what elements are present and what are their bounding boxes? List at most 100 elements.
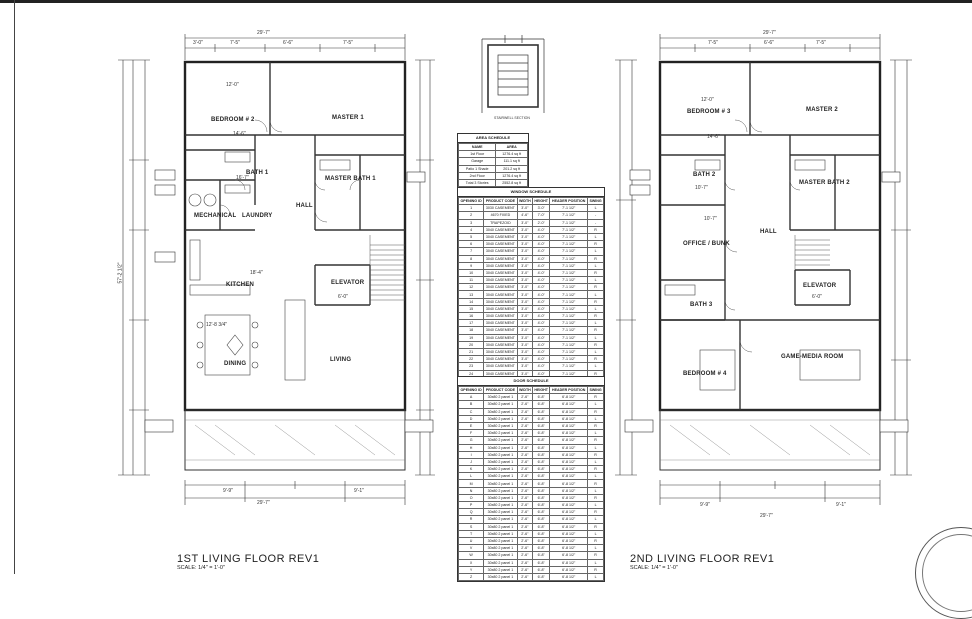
table-cell: M (457, 479, 485, 488)
table-cell: 6'-8" (532, 500, 551, 510)
table-cell: Y (457, 565, 485, 574)
table-cell: 3040 CASEMENT (483, 355, 518, 364)
table-cell: 6'-8 1/2" (549, 421, 589, 431)
table-cell: 30x80 2 panel 1 (483, 407, 518, 416)
table-cell: 6'-8" (532, 544, 551, 553)
table-cell: 6'-8" (532, 457, 551, 467)
table-cell: 6'-8" (532, 472, 551, 481)
table-cell: J (457, 457, 485, 467)
table-cell: 30x80 2 panel 1 (483, 393, 518, 402)
table-cell: 30x80 2 panel 1 (483, 421, 518, 431)
table-cell: 2'-6" (516, 457, 534, 467)
table-cell: 4'-0" (532, 261, 551, 270)
table-cell: R (587, 565, 604, 574)
room-label-hall: HALL (296, 203, 313, 209)
table-cell: 3'-0" (516, 240, 534, 249)
table-cell: 2'-6" (516, 536, 534, 546)
room-label-master-bath-2: MASTER BATH 2 (799, 180, 850, 186)
room-label-dining: DINING (224, 361, 247, 367)
table-cell: 4'-0" (532, 268, 551, 278)
table-cell: L (587, 558, 604, 567)
table-cell: 4'-0" (532, 311, 551, 321)
cell: Garage (457, 157, 497, 166)
table-cell: R (587, 536, 604, 546)
table-cell: 2'-6" (516, 544, 534, 553)
table-cell: P (457, 500, 485, 510)
table-cell: 9 (457, 261, 485, 270)
table-cell: 2'-6" (516, 515, 534, 524)
table-cell: 30x80 2 panel 1 (483, 544, 518, 553)
room-label-game-media: GAME-MEDIA ROOM (781, 354, 844, 360)
table-cell: 6'-8 1/2" (549, 429, 589, 438)
table-cell: 7'-1 1/2" (549, 254, 589, 263)
cell: 1276.4 sq ft (495, 150, 528, 159)
table-cell: 6'-8" (532, 414, 551, 423)
table-cell: 4'-0" (532, 240, 551, 249)
cell: 1276.4 sq ft (495, 171, 528, 180)
table-cell: 3'-0" (516, 225, 534, 234)
dim-bedroom-width: 12'-0" (226, 82, 239, 88)
column-header: SWING (587, 385, 604, 395)
table-cell: O (457, 493, 485, 503)
table-cell: R (587, 340, 604, 349)
table-cell: 3030 CASEMENT (483, 204, 518, 213)
table-cell: 10 (457, 268, 485, 278)
dim-bottom-1: 9'-9" (223, 488, 233, 494)
table-cell: X (457, 558, 485, 567)
cell: Patio 1 Shade (457, 164, 497, 173)
table-cell: 6'-8" (532, 450, 551, 459)
table-cell: 30x80 2 panel 1 (483, 486, 518, 495)
table-cell: 2'-6" (516, 529, 534, 538)
table-cell: 4'-0" (532, 297, 551, 306)
dim2-bottom-1: 9'-9" (700, 502, 710, 508)
table-cell: 16 (457, 311, 485, 321)
dim2-top-1: 7'-5" (708, 40, 718, 46)
table-cell: 23 (457, 362, 485, 371)
table-cell: F (457, 429, 485, 438)
table-cell: 2'-6" (516, 493, 534, 503)
table-cell: 6'-8 1/2" (549, 400, 589, 409)
table-cell: 2'-6" (516, 486, 534, 495)
table-cell: R (587, 355, 604, 364)
dim-top-4: 3'-0" (193, 40, 203, 46)
table-cell: 7'-1 1/2" (549, 276, 589, 285)
column-header: HEIGHT (532, 385, 551, 395)
table-cell: L (587, 472, 604, 481)
table-cell: C (457, 407, 485, 416)
area-col-area: AREA (495, 142, 528, 152)
table-cell: L (587, 347, 604, 357)
table-cell: 6'-8 1/2" (549, 500, 589, 510)
table-cell: 3040 CASEMENT (483, 304, 518, 314)
table-cell: 4'-0" (532, 319, 551, 328)
table-cell: 30x80 2 panel 1 (483, 457, 518, 467)
stairwell-detail (481, 35, 545, 113)
cell: 111.1 sq ft (495, 157, 528, 166)
room-label-bedroom-3: BEDROOM # 3 (687, 109, 731, 115)
table-cell: 4'-0" (532, 232, 551, 242)
table-cell: 30x80 2 panel 1 (483, 479, 518, 488)
table-cell: 3'-0" (516, 319, 534, 328)
table-cell: R (587, 326, 604, 335)
table-cell: 6'-8" (532, 572, 551, 582)
